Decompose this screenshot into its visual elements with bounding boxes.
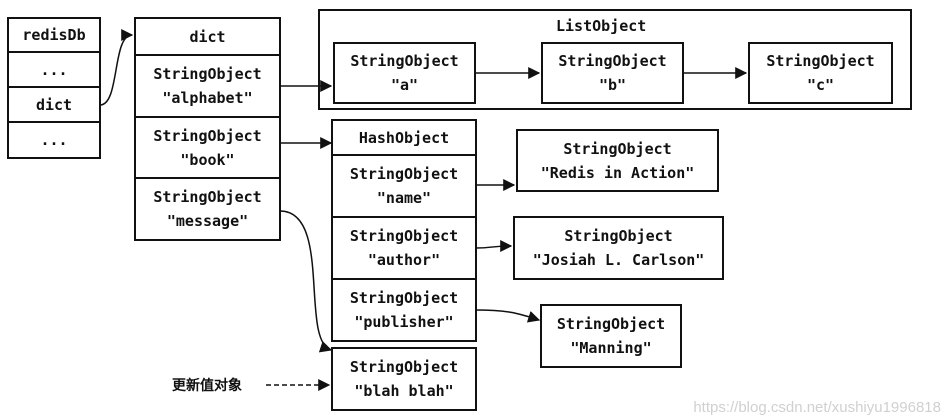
type-label: StringObject — [153, 188, 262, 206]
type-label: StringObject — [558, 52, 667, 70]
value-label: "Redis in Action" — [540, 163, 695, 182]
list-item-c: StringObject "c" — [748, 42, 893, 104]
message-value-blah-blah: StringObject "blah blah" — [331, 347, 477, 411]
hash-value-redis-in-action: StringObject "Redis in Action" — [516, 129, 719, 192]
value-label: "b" — [598, 76, 627, 94]
value-label: "blah blah" — [354, 382, 454, 400]
hash-value-manning: StringObject "Manning" — [540, 304, 682, 368]
list-object-title: ListObject — [556, 17, 647, 35]
publisher-to-value-arrow — [475, 309, 541, 323]
type-label: StringObject — [349, 358, 459, 376]
redisdb-cell: ... — [7, 51, 101, 88]
list-item-a: StringObject "a" — [333, 42, 476, 104]
value-label: "Josiah L. Carlson" — [532, 251, 705, 269]
value-label: "name" — [376, 189, 432, 207]
value-label: "Manning" — [570, 339, 652, 357]
value-label: "book" — [180, 150, 235, 169]
hash-object-title: HashObject — [331, 119, 477, 156]
message-to-blahblah-arrow — [279, 210, 333, 353]
type-label: StringObject — [350, 52, 459, 70]
dict-key-alphabet: StringObject "alphabet" — [134, 54, 281, 118]
author-to-value-arrow — [475, 240, 513, 253]
type-label: StringObject — [153, 65, 262, 83]
type-label: StringObject — [564, 227, 673, 245]
redisdb-dict-to-dict-arrow — [99, 29, 134, 106]
value-label: "alphabet" — [162, 89, 253, 107]
hash-key-author: StringObject "author" — [331, 216, 477, 280]
type-label: StringObject — [349, 227, 459, 245]
type-label: StringObject — [349, 165, 459, 183]
watermark-url: https://blog.csdn.net/xushiyu1996818 — [693, 399, 941, 416]
type-label: StringObject — [556, 315, 666, 333]
value-label: "c" — [806, 76, 835, 94]
redisdb-cell: ... — [7, 121, 101, 159]
type-label: StringObject — [349, 289, 459, 307]
list-object-frame — [318, 9, 912, 110]
hash-value-josiah-carlson: StringObject "Josiah L. Carlson" — [513, 216, 724, 280]
hash-key-name: StringObject "name" — [331, 154, 477, 218]
type-label: StringObject — [766, 52, 875, 70]
dict-key-book: StringObject "book" — [134, 116, 281, 179]
redisdb-title: redisDb — [7, 17, 101, 53]
type-label: StringObject — [563, 139, 672, 158]
value-label: "publisher" — [354, 313, 454, 331]
value-label: "a" — [390, 76, 419, 94]
hash-key-publisher: StringObject "publisher" — [331, 278, 477, 342]
value-label: "message" — [166, 212, 249, 230]
type-label: StringObject — [153, 126, 262, 145]
update-value-note: 更新值对象 — [172, 378, 242, 394]
redisdb-dict-cell: dict — [7, 86, 101, 123]
dict-title: dict — [134, 17, 281, 56]
dict-key-message: StringObject "message" — [134, 177, 281, 241]
list-item-b: StringObject "b" — [541, 42, 684, 104]
value-label: "author" — [367, 251, 441, 269]
